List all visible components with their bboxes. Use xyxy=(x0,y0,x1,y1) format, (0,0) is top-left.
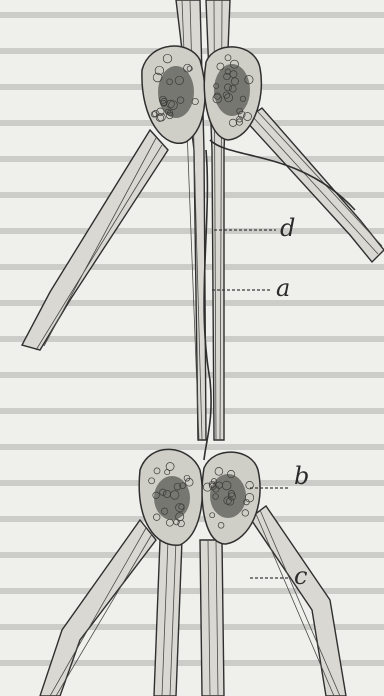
lower-lateral-nerves xyxy=(40,506,346,696)
label-c: c xyxy=(294,562,307,590)
label-d: d xyxy=(280,214,295,242)
label-a: a xyxy=(276,274,290,302)
upper-ganglion-left xyxy=(142,46,205,143)
lower-ganglion-right xyxy=(202,452,260,544)
label-b: b xyxy=(294,462,309,490)
